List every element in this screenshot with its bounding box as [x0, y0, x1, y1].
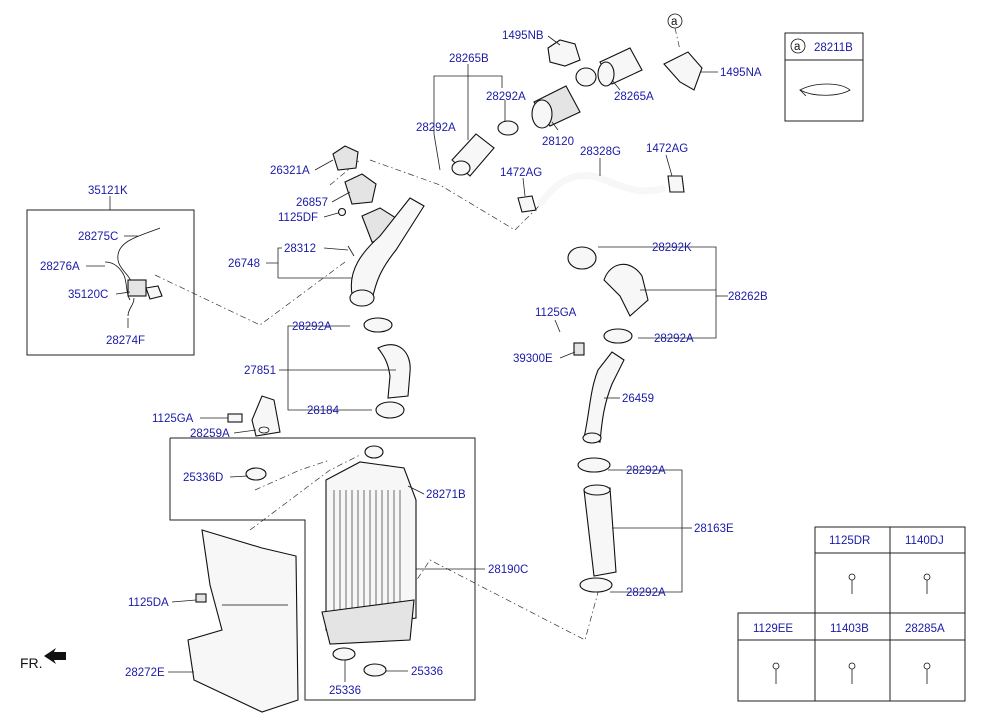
label-28271B: 28271B — [426, 489, 466, 501]
label-28265A: 28265A — [614, 91, 654, 103]
group-35121K — [26, 196, 195, 356]
label-1125GA: 1125GA — [535, 307, 577, 319]
label-1472AG: 1472AG — [500, 167, 542, 179]
front-arrow-icon — [44, 648, 66, 664]
table-cell-1129EE: 1129EE — [753, 623, 793, 635]
bracket-28259A — [227, 395, 281, 437]
label-28274F: 28274F — [106, 335, 145, 347]
label-28312: 28312 — [284, 243, 316, 255]
reference-marker: a — [671, 16, 678, 28]
label-28292A: 28292A — [486, 91, 526, 103]
label-28259A: 28259A — [190, 428, 230, 440]
label-26321A: 26321A — [270, 165, 310, 177]
label-28292A: 28292A — [626, 465, 666, 477]
callout-marker: a — [794, 41, 801, 53]
label-28262B: 28262B — [728, 291, 768, 303]
label-1125GA: 1125GA — [152, 413, 194, 425]
label-35121K: 35121K — [88, 185, 128, 197]
air-guide-28272E — [187, 529, 299, 713]
label-1125DA: 1125DA — [128, 597, 169, 609]
bolt-icon — [848, 662, 856, 684]
label-28272E: 28272E — [125, 667, 165, 679]
leader-lines — [86, 35, 728, 682]
label-1472AG: 1472AG — [646, 143, 688, 155]
label-26857: 26857 — [296, 197, 328, 209]
hose-27851-group — [363, 317, 411, 419]
table-cell-1125DR: 1125DR — [829, 535, 870, 547]
fastener-table — [737, 526, 966, 702]
table-cell-28285A: 28285A — [905, 623, 945, 635]
label-28276A: 28276A — [40, 261, 80, 273]
label-1495NA: 1495NA — [720, 67, 762, 79]
pipe-26748-group — [332, 145, 425, 307]
label-28120: 28120 — [542, 136, 574, 148]
label-27851: 27851 — [244, 365, 276, 377]
label-26459: 26459 — [622, 393, 654, 405]
label-28190C: 28190C — [488, 564, 528, 576]
callout-28211B — [784, 32, 864, 122]
intake-upper-parts — [451, 13, 703, 213]
label-39300E: 39300E — [513, 353, 553, 365]
callout-part-no: 28211B — [814, 42, 853, 54]
table-cell-11403B: 11403B — [830, 623, 869, 635]
bolt-icon — [923, 573, 931, 594]
bolt-icon — [772, 662, 780, 684]
label-28328G: 28328G — [580, 146, 621, 158]
label-25336: 25336 — [411, 666, 443, 678]
label-28292A: 28292A — [292, 321, 332, 333]
label-28292A: 28292A — [654, 333, 694, 345]
intercooler-28190C — [169, 437, 476, 701]
bolt-icon — [923, 662, 931, 684]
label-28265B: 28265B — [449, 53, 489, 65]
bolt-icon — [848, 573, 856, 594]
right-pipe-group — [567, 246, 649, 593]
label-35120C: 35120C — [68, 289, 108, 301]
part-labels: 1495NB 28265B 28292A 28292A 28120 28265A… — [40, 30, 768, 697]
label-25336: 25336 — [329, 685, 361, 697]
label-26748: 26748 — [228, 258, 260, 270]
label-28292A: 28292A — [416, 122, 456, 134]
label-28275C: 28275C — [78, 231, 118, 243]
label-1495NB: 1495NB — [502, 30, 544, 42]
label-25336D: 25336D — [183, 472, 223, 484]
label-28163E: 28163E — [694, 523, 734, 535]
label-28184: 28184 — [307, 405, 340, 417]
table-cell-1140DJ: 1140DJ — [905, 535, 944, 547]
front-direction-label: FR. — [20, 655, 43, 671]
label-28292K: 28292K — [652, 242, 692, 254]
label-1125DF: 1125DF — [278, 212, 318, 224]
label-28292A: 28292A — [626, 587, 666, 599]
